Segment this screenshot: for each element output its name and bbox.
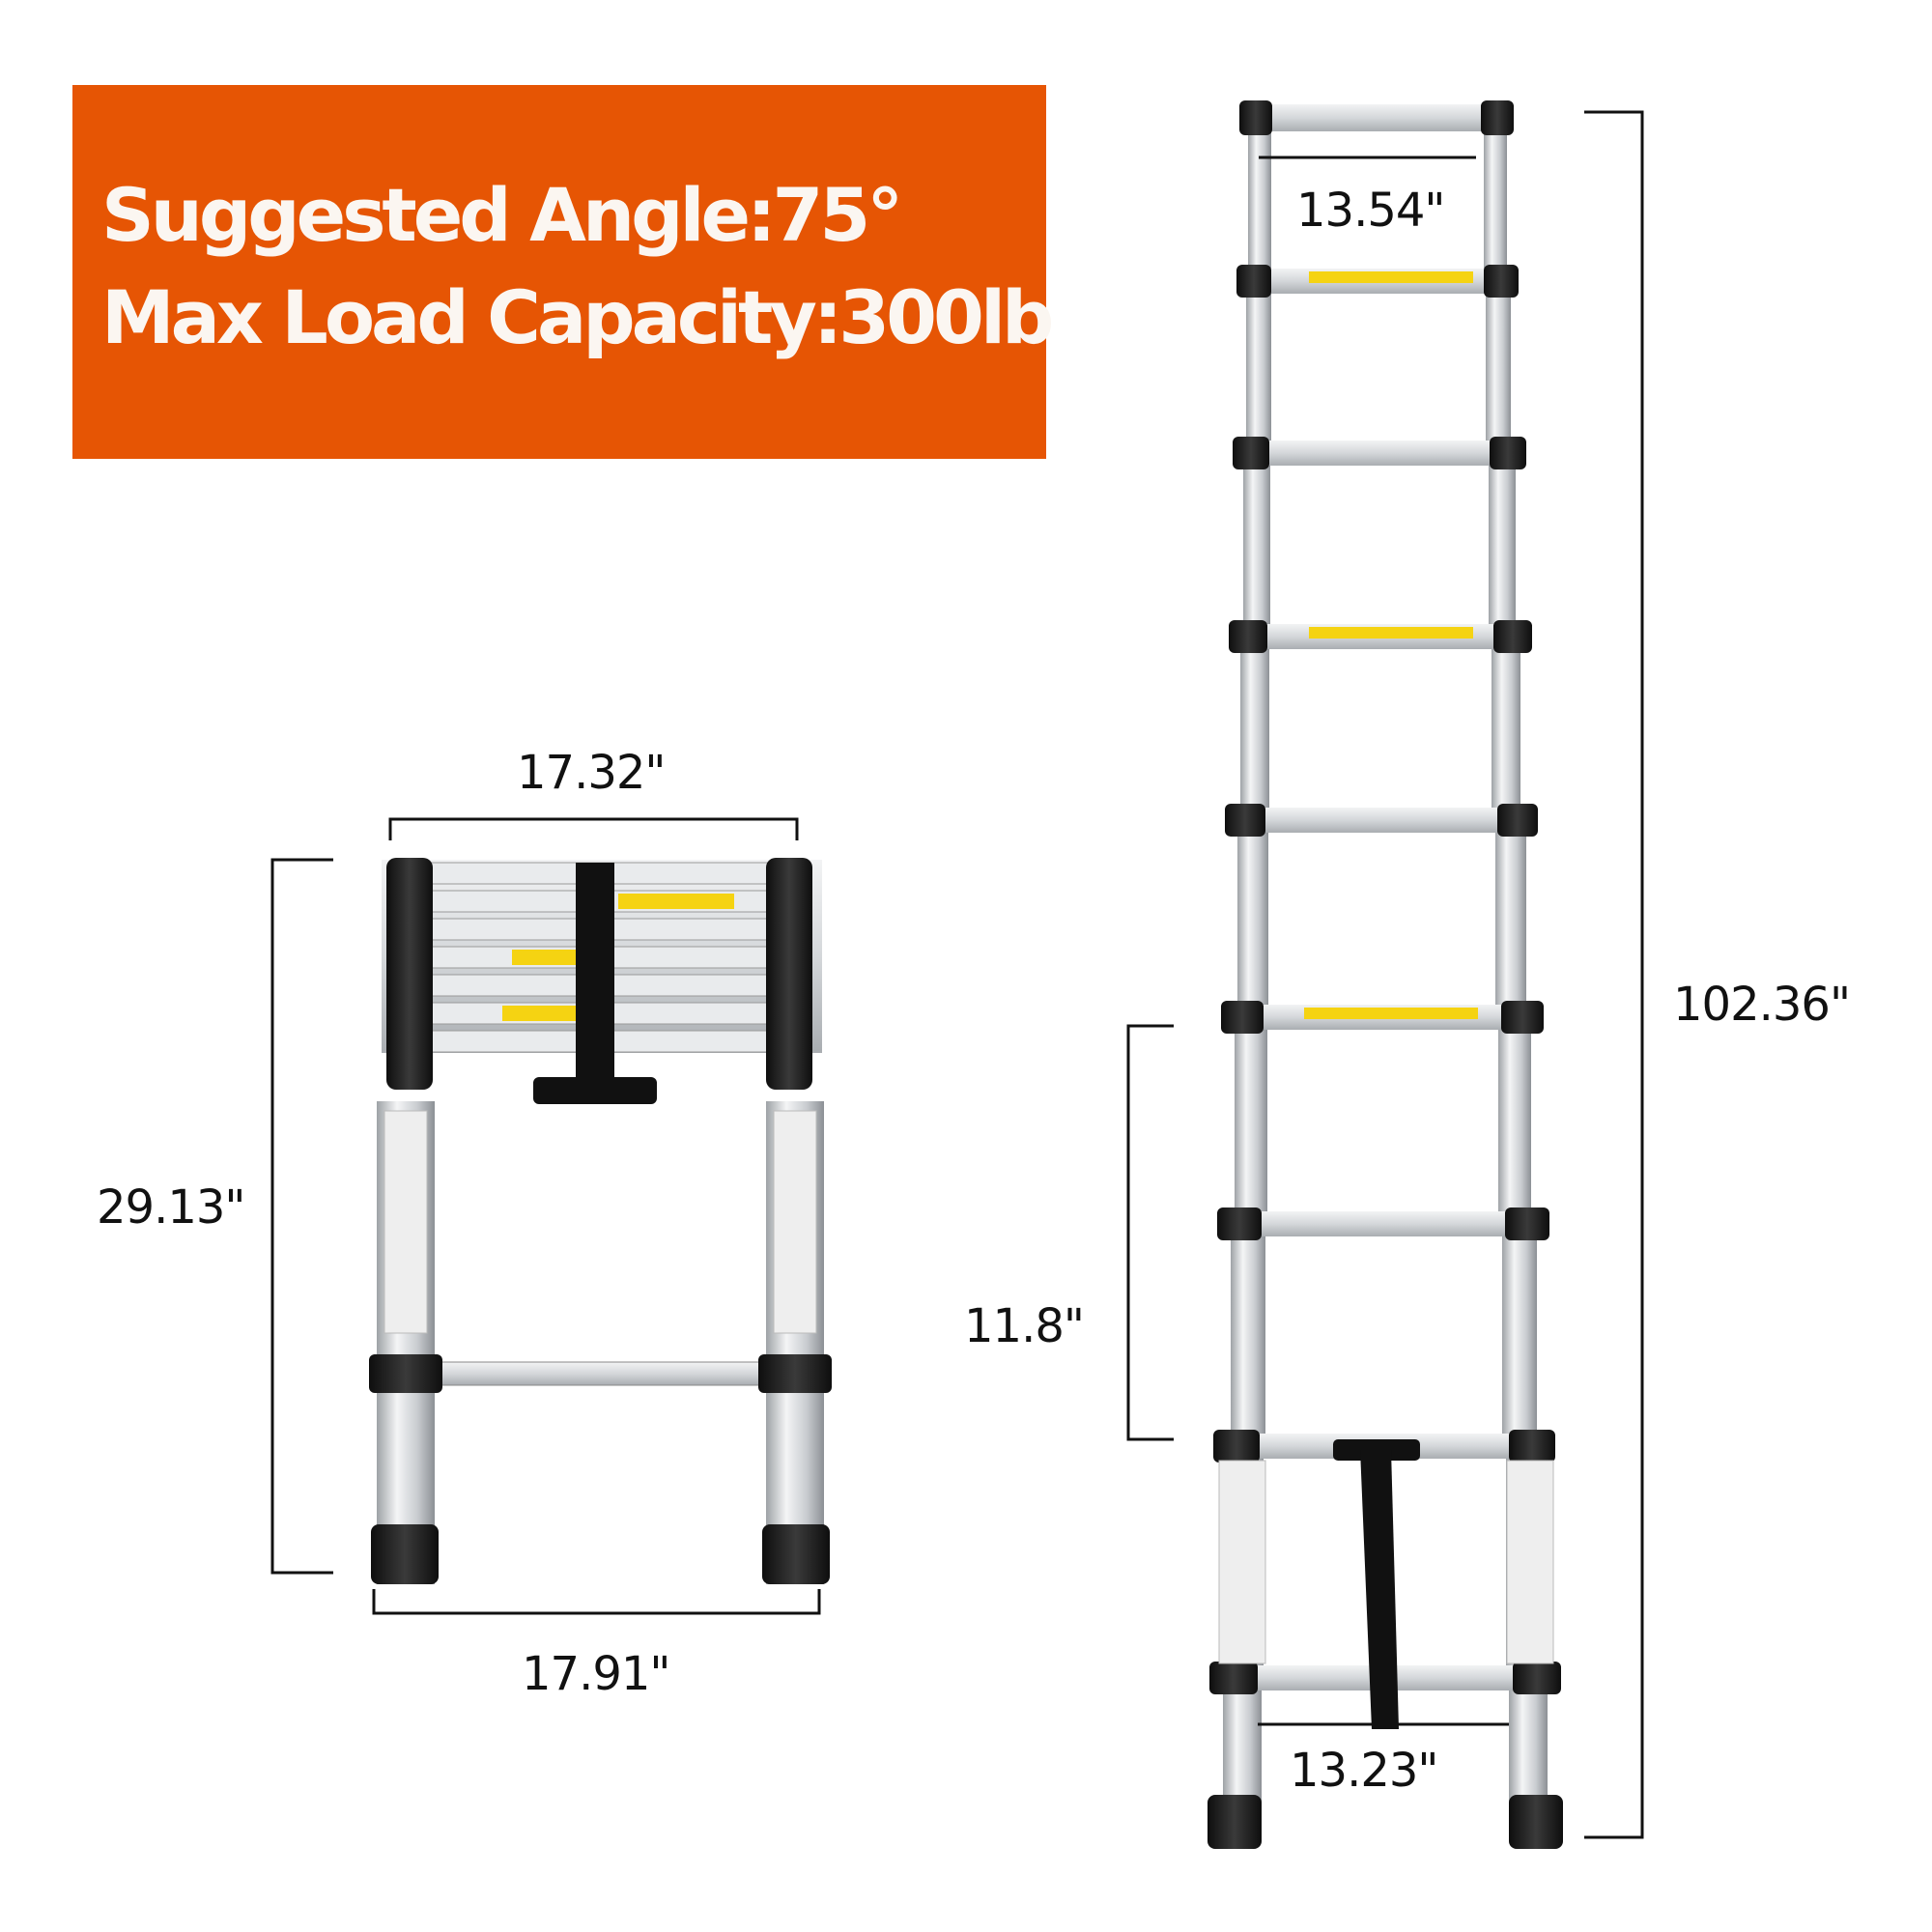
max-load-text: Max Load Capacity:300lb <box>101 274 1054 360</box>
suggested-angle-text: Suggested Angle:75° <box>101 172 903 258</box>
collapsed-top-width-label: 17.32" <box>517 746 666 800</box>
collapsed-ladder <box>369 858 832 1584</box>
top-rung-width-label: 13.54" <box>1296 184 1445 238</box>
total-height-label: 102.36" <box>1673 978 1851 1032</box>
collapsed-height-label: 29.13" <box>97 1180 245 1235</box>
dimension-lines <box>270 110 1644 1839</box>
rungs <box>1209 100 1561 1694</box>
extended-base-width-label: 13.23" <box>1290 1744 1438 1798</box>
collapsed-base-width-label: 17.91" <box>522 1647 670 1701</box>
extended-ladder <box>1208 100 1563 1849</box>
rung-spacing-label: 11.8" <box>964 1299 1085 1353</box>
spec-banner: Suggested Angle:75° Max Load Capacity:30… <box>72 85 1054 459</box>
